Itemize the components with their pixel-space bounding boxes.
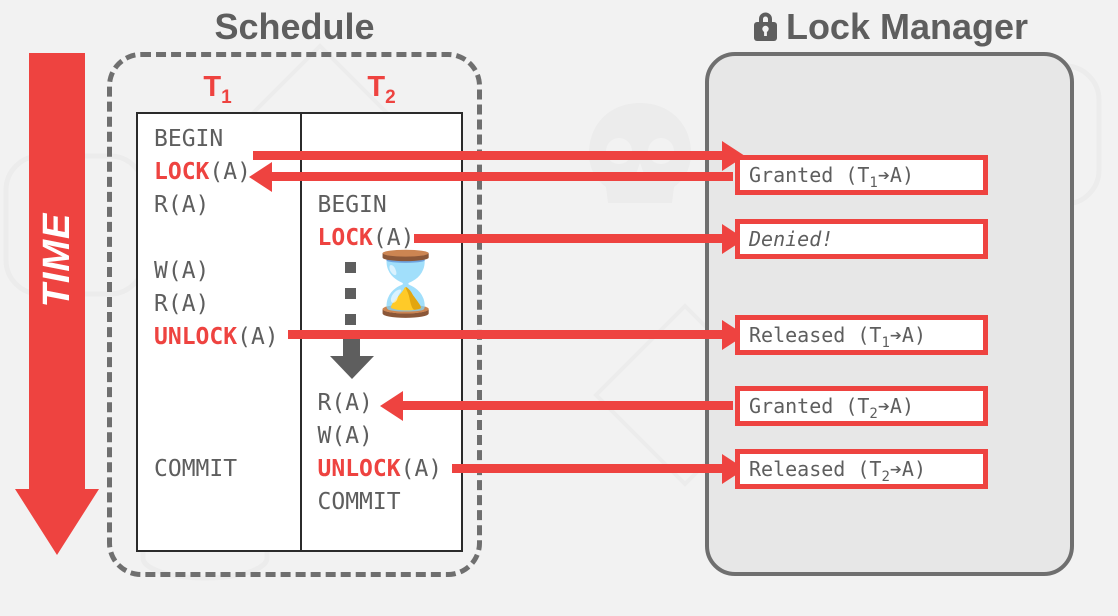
arrow-t2-unlock-shaft [452,464,733,473]
arrow-t1-lock-request-shaft [253,151,733,160]
message-text: Released (T [749,457,882,481]
operation-row: LOCK(A) [154,159,251,185]
message-box-released-t2: Released (T2➔A) [735,449,988,489]
operation-row: R(A) [317,390,373,416]
time-axis-arrow: TIME [15,53,99,555]
transaction-header-t1-letter: T [203,71,222,103]
arrow-t1-unlock-shaft [288,330,733,339]
operation-keyword: UNLOCK [317,456,401,482]
message-suffix: ➔A) [877,163,914,187]
operation-row: R(A) [154,192,210,218]
operation-row: W(A) [154,258,210,284]
message-text: Granted (T [749,163,870,187]
lock-manager-panel [705,52,1074,576]
lock-manager-title: Lock Manager [705,9,1075,48]
operation-row-empty [154,387,300,420]
message-subscript: 2 [869,406,878,422]
operation-row: R(A) [154,291,210,317]
message-box-denied: Denied! [735,219,988,259]
transaction-column-t1: BEGIN LOCK(A) R(A) W(A) R(A) UNLOCK(A) COMMI… [138,114,300,550]
message-box-granted-t2: Granted (T2➔A) [735,386,988,426]
arrow-t2-lock-granted-shaft [403,401,733,410]
operation-row: UNLOCK(A) [317,456,443,482]
time-arrow-head-icon [15,489,99,555]
operation-keyword: LOCK [317,225,373,251]
wait-dot-icon [345,262,356,273]
operation-row-empty [154,354,300,387]
message-box-released-t1: Released (T1➔A) [735,315,988,355]
message-subscript: 1 [881,335,890,351]
lock-manager-title-text: Lock Manager [785,6,1029,47]
schedule-title: Schedule [214,6,375,47]
wait-down-arrow-icon [343,339,360,358]
time-axis-label: TIME [36,212,78,308]
transaction-header-t2-subscript: 2 [385,86,396,108]
arrow-t1-lock-granted-head-icon [249,162,272,192]
message-box-granted-t1: Granted (T1➔A) [735,155,988,195]
padlock-icon [752,9,779,48]
operation-row: W(A) [317,423,373,449]
arrow-t1-lock-granted-shaft [272,172,733,181]
transaction-header-t2: T2 [300,73,463,107]
wait-dot-icon [345,314,356,325]
message-subscript: 2 [881,469,890,485]
message-subscript: 1 [869,175,878,191]
arrow-t2-lock-request-shaft [414,234,733,243]
operation-row: BEGIN [317,192,387,218]
transaction-header-t1-subscript: 1 [221,86,232,108]
operation-row: COMMIT [154,456,238,482]
message-text: Granted (T [749,394,870,418]
operation-keyword: LOCK [154,159,210,185]
operation-row: BEGIN [154,126,224,152]
hourglass-icon: ⌛ [367,250,445,319]
operation-row-empty [154,222,300,255]
arrow-t2-lock-granted-head-icon [380,391,403,421]
operation-row-empty [154,486,300,519]
transaction-header-t2-letter: T [367,71,386,103]
operation-row-empty [154,420,300,453]
schedule-container [107,52,482,577]
time-arrow-shaft [29,53,85,491]
wait-down-arrow-head-icon [330,356,374,379]
operation-row: COMMIT [317,489,401,515]
message-suffix: ➔A) [889,457,927,481]
operation-row: UNLOCK(A) [154,324,279,350]
message-text: Denied! [749,227,834,251]
operation-keyword: UNLOCK [154,324,238,350]
message-suffix: ➔A) [889,323,927,347]
wait-dot-icon [345,288,356,299]
transaction-header-t1: T1 [136,73,299,107]
operation-row: LOCK(A) [317,225,415,251]
message-text: Released (T [749,323,882,347]
message-suffix: ➔A) [877,394,914,418]
